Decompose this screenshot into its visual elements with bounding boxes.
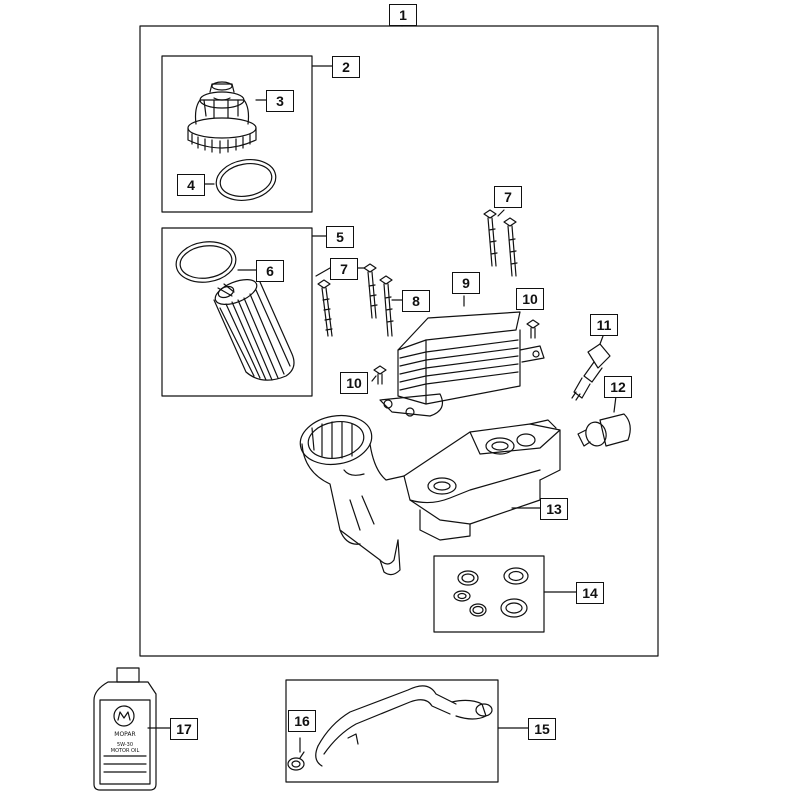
callout-5: 5 (326, 226, 354, 248)
assembly-frame (139, 25, 659, 657)
bolt-long-d (483, 209, 498, 267)
bottle-label-line-1: 5W-30 (117, 742, 133, 748)
leader-line (497, 209, 505, 217)
small-bolt-b (373, 365, 387, 385)
group-box-filter (161, 227, 313, 397)
callout-7a: 7 (330, 258, 358, 280)
callout-8: 8 (402, 290, 430, 312)
bolt-long-e (503, 217, 518, 277)
callout-17: 17 (170, 718, 198, 740)
bottle-label-line-2: MOTOR OIL (111, 748, 140, 754)
coolant-hose (315, 685, 493, 767)
callout-9: 9 (452, 272, 480, 294)
callout-6: 6 (256, 260, 284, 282)
bolt-long-c (379, 275, 394, 337)
small-bolt-a (526, 319, 540, 339)
leader-line (613, 395, 617, 413)
group-box-hose (285, 679, 499, 783)
callout-3: 3 (266, 90, 294, 112)
oil-bottle (93, 667, 157, 791)
oil-temperature-sensor (577, 413, 631, 447)
oil-filter-cap (187, 81, 257, 154)
oil-pressure-sensor (571, 343, 611, 401)
leader-line (315, 267, 331, 277)
bolt-long-b (363, 263, 378, 319)
callout-15: 15 (528, 718, 556, 740)
bolt-long-a (317, 279, 333, 337)
callout-12: 12 (604, 376, 632, 398)
hose-clamp (287, 751, 305, 771)
callout-10b: 10 (340, 372, 368, 394)
cap-o-ring (215, 159, 277, 201)
callout-10a: 10 (516, 288, 544, 310)
oil-filter-housing (299, 414, 561, 576)
filter-o-ring (175, 241, 237, 283)
callout-14: 14 (576, 582, 604, 604)
seal-kit (453, 567, 529, 618)
callout-16: 16 (288, 710, 316, 732)
callout-2: 2 (332, 56, 360, 78)
callout-7b: 7 (494, 186, 522, 208)
oil-cooler (379, 311, 545, 417)
group-box-seals (433, 555, 545, 633)
oil-filter-element (213, 278, 295, 381)
callout-13: 13 (540, 498, 568, 520)
callout-11: 11 (590, 314, 618, 336)
leader-line (371, 375, 377, 382)
group-box-cap (161, 55, 313, 213)
callout-4: 4 (177, 174, 205, 196)
bottle-brand-text: MOPAR (114, 731, 135, 738)
callout-1: 1 (389, 4, 417, 26)
leader-line (599, 335, 604, 345)
